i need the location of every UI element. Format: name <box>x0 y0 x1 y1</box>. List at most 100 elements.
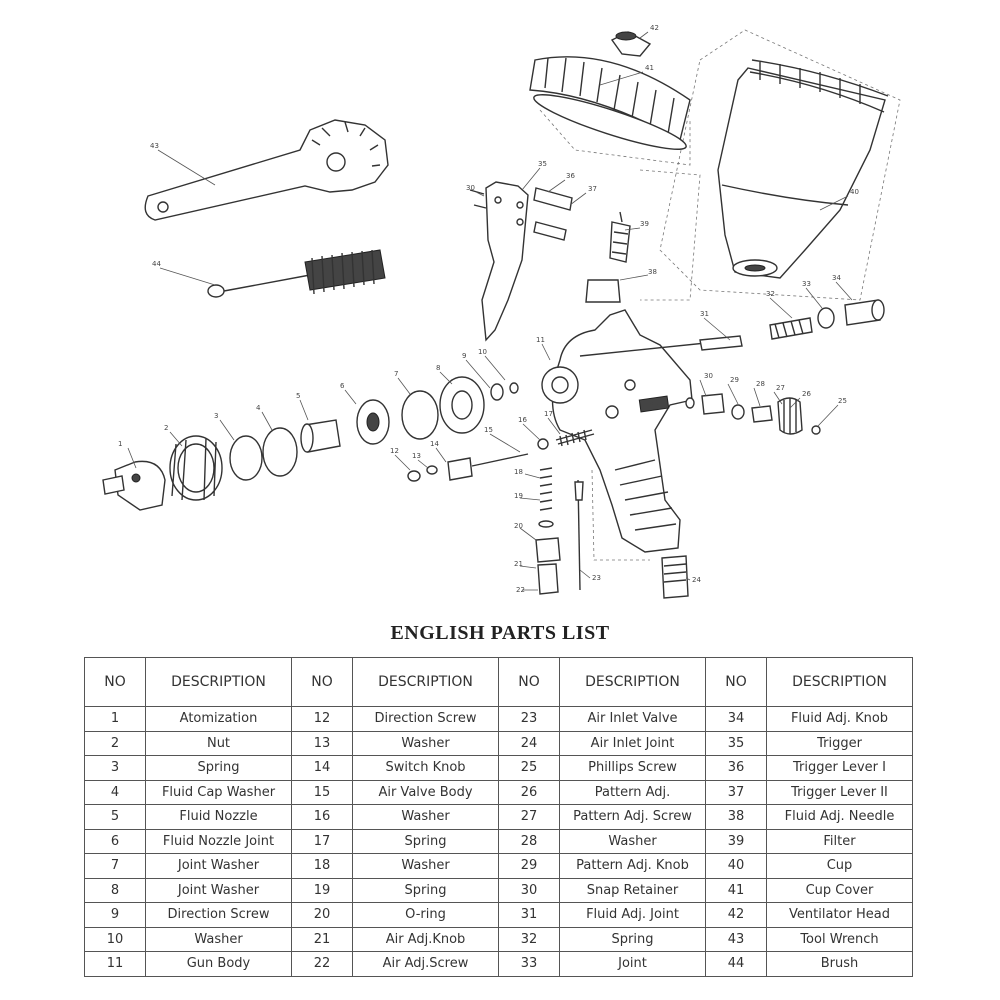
callout-10: 10 <box>478 348 487 356</box>
callout-13: 13 <box>412 452 421 460</box>
callout-40: 40 <box>850 188 859 196</box>
part-description-cell: Washer <box>352 730 499 756</box>
part-number-cell: 5 <box>84 804 146 830</box>
part-number-cell: 44 <box>705 951 767 977</box>
callout-41: 41 <box>645 64 654 72</box>
part-description-cell: Air Inlet Joint <box>559 730 706 756</box>
callout-22: 22 <box>516 586 525 594</box>
callout-29: 29 <box>730 376 739 384</box>
callout-11: 11 <box>536 336 545 344</box>
callout-17: 17 <box>544 410 553 418</box>
cup-part <box>659 29 901 301</box>
callout-34: 34 <box>832 274 841 282</box>
callout-38: 38 <box>648 268 657 276</box>
aircap-assembly-part <box>102 419 341 511</box>
callout-2: 2 <box>164 424 168 432</box>
leader-lines <box>127 31 853 591</box>
part-number-cell: 32 <box>498 926 560 952</box>
header-no-1: NO <box>84 657 146 707</box>
trigger-levers-part <box>533 187 573 241</box>
header-description-4: DESCRIPTION <box>766 657 913 707</box>
part-description-cell: Phillips Screw <box>559 755 706 781</box>
header-no-2: NO <box>291 657 353 707</box>
part-description-cell: Fluid Adj. Knob <box>766 706 913 732</box>
callout-labels: 1 2 3 4 5 6 7 8 9 10 11 12 13 14 15 16 1… <box>118 24 859 594</box>
part-description-cell: Snap Retainer <box>559 877 706 903</box>
part-description-cell: Trigger <box>766 730 913 756</box>
callout-5: 5 <box>296 392 300 400</box>
callout-27: 27 <box>776 384 785 392</box>
callout-43: 43 <box>150 142 159 150</box>
callout-23: 23 <box>592 574 601 582</box>
part-number-cell: 31 <box>498 902 560 928</box>
part-number-cell: 6 <box>84 828 146 854</box>
parts-table: NO DESCRIPTION NO DESCRIPTION NO DESCRIP… <box>84 657 913 977</box>
part-description-cell: Ventilator Head <box>766 902 913 928</box>
callout-12: 12 <box>390 447 399 455</box>
header-description-1: DESCRIPTION <box>145 657 292 707</box>
pattern-adjust-part <box>685 393 821 435</box>
part-number-cell: 2 <box>84 730 146 756</box>
callout-24: 24 <box>692 576 701 584</box>
callout-18: 18 <box>514 468 523 476</box>
callout-6: 6 <box>340 382 345 390</box>
part-description-cell: Nut <box>145 730 292 756</box>
part-description-cell: Washer <box>352 853 499 879</box>
brand-logo-text: HMP <box>643 401 659 409</box>
callout-20: 20 <box>514 522 523 530</box>
filter-part <box>585 169 701 303</box>
callout-19: 19 <box>514 492 523 500</box>
part-number-cell: 38 <box>705 804 767 830</box>
air-valve-part <box>407 429 595 482</box>
part-number-cell: 21 <box>291 926 353 952</box>
part-description-cell: Atomization <box>145 706 292 732</box>
part-number-cell: 43 <box>705 926 767 952</box>
callout-21: 21 <box>514 560 523 568</box>
callout-42: 42 <box>650 24 659 32</box>
part-description-cell: Trigger Lever I <box>766 755 913 781</box>
part-number-cell: 17 <box>291 828 353 854</box>
diagram-svg: HMP <box>102 24 901 599</box>
part-description-cell: Air Valve Body <box>352 779 499 805</box>
part-number-cell: 13 <box>291 730 353 756</box>
part-number-cell: 7 <box>84 853 146 879</box>
callout-33: 33 <box>802 280 811 288</box>
header-no-4: NO <box>705 657 767 707</box>
part-description-cell: Spring <box>559 926 706 952</box>
part-number-cell: 29 <box>498 853 560 879</box>
part-description-cell: Air Adj.Screw <box>352 951 499 977</box>
part-description-cell: Pattern Adj. Knob <box>559 853 706 879</box>
part-number-cell: 34 <box>705 706 767 732</box>
part-description-cell: Washer <box>559 828 706 854</box>
part-description-cell: Joint Washer <box>145 853 292 879</box>
callout-16: 16 <box>518 416 527 424</box>
table-header-row: NO DESCRIPTION NO DESCRIPTION NO DESCRIP… <box>84 657 913 707</box>
callout-25: 25 <box>838 397 847 405</box>
air-inlet-part <box>535 467 689 599</box>
callout-9: 9 <box>462 352 466 360</box>
brush-part <box>207 249 386 298</box>
part-number-cell: 20 <box>291 902 353 928</box>
part-number-cell: 42 <box>705 902 767 928</box>
fluid-needle-part <box>579 299 885 357</box>
part-description-cell: Air Inlet Valve <box>559 706 706 732</box>
part-number-cell: 26 <box>498 779 560 805</box>
part-number-cell: 35 <box>705 730 767 756</box>
callout-1: 1 <box>118 440 122 448</box>
part-number-cell: 9 <box>84 902 146 928</box>
header-no-3: NO <box>498 657 560 707</box>
part-description-cell: Direction Screw <box>352 706 499 732</box>
callout-35: 35 <box>538 160 547 168</box>
part-number-cell: 10 <box>84 926 146 952</box>
part-number-cell: 36 <box>705 755 767 781</box>
callout-30-upper: 30 <box>466 184 475 192</box>
part-number-cell: 4 <box>84 779 146 805</box>
part-description-cell: Spring <box>352 877 499 903</box>
